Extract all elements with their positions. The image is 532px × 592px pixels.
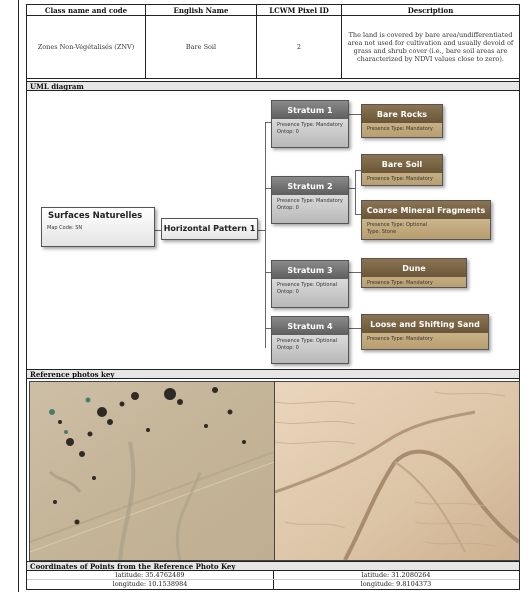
uml-element-dune: Dune Presence Type: Mandatory (361, 258, 467, 288)
connector (355, 170, 361, 171)
connector (265, 272, 271, 273)
coord-row-divider (27, 579, 519, 580)
stratum-title: Stratum 4 (272, 317, 348, 335)
coord-left-longitude: longitude: 10.1538984 (112, 580, 188, 588)
cell-english-name: Bare Soil (145, 15, 257, 79)
element-title: Bare Rocks (362, 105, 442, 123)
stratum-meta: Ontop: 0 (277, 205, 299, 211)
connector (349, 188, 355, 189)
cell-pixel-id: 2 (256, 15, 342, 79)
section-photos-title: Reference photos key (27, 369, 519, 379)
coord-divider (273, 571, 274, 590)
uml-stratum-2: Stratum 2 Presence Type: Mandatory Ontop… (271, 176, 349, 224)
uml-element-bare-soil: Bare Soil Presence Type: Mandatory (361, 154, 443, 186)
connector (355, 214, 361, 215)
table-header-row: Class name and code English Name LCWM Pi… (26, 4, 520, 16)
connector (349, 328, 361, 329)
stratum-meta: Presence Type: Optional (277, 282, 338, 288)
sand-dunes-aerial-image (274, 382, 521, 561)
connector (349, 114, 361, 115)
bare-soil-aerial-image (29, 382, 275, 561)
connector (265, 122, 266, 348)
element-meta: Presence Type: Mandatory (367, 336, 433, 342)
stratum-meta: Presence Type: Optional (277, 338, 338, 344)
coord-left-latitude: latitude: 35.4762489 (115, 571, 185, 579)
element-title: Bare Soil (362, 155, 442, 173)
element-title: Dune (362, 259, 466, 277)
connector (355, 170, 356, 214)
stratum-meta: Ontop: 0 (277, 345, 299, 351)
stratum-meta: Presence Type: Mandatory (277, 198, 343, 204)
uml-root-meta: Map Code: SN (47, 225, 83, 231)
class-table: Class name and code English Name LCWM Pi… (26, 4, 520, 79)
uml-stratum-4: Stratum 4 Presence Type: Optional Ontop:… (271, 316, 349, 364)
header-class-name: Class name and code (26, 4, 146, 16)
table-row: Zones Non-Végétalisés (ZNV) Bare Soil 2 … (26, 15, 520, 79)
element-meta: Presence Type: Mandatory (367, 126, 433, 132)
stratum-title: Stratum 2 (272, 177, 348, 195)
uml-element-coarse-mineral-fragments: Coarse Mineral Fragments Presence Type: … (361, 200, 491, 240)
uml-pattern-title: Horizontal Pattern 1 (163, 224, 256, 233)
section-coords-title: Coordinates of Points from the Reference… (27, 561, 519, 571)
coord-right-latitude: latitude: 31.2080264 (361, 571, 431, 579)
stratum-meta: Ontop: 0 (277, 129, 299, 135)
left-margin-bar (0, 0, 19, 592)
uml-stratum-3: Stratum 3 Presence Type: Optional Ontop:… (271, 260, 349, 308)
element-meta: Presence Type: Mandatory (367, 176, 433, 182)
uml-stratum-1: Stratum 1 Presence Type: Mandatory Ontop… (271, 100, 349, 148)
reference-photo-right (274, 381, 521, 561)
connector (265, 188, 271, 189)
reference-photo-left (29, 381, 275, 561)
connector (265, 122, 271, 123)
element-meta: Presence Type: Optional (367, 222, 428, 228)
uml-diagram: Surfaces Naturelles Map Code: SN Horizon… (27, 92, 519, 368)
section-uml-title: UML diagram (27, 81, 519, 91)
header-pixel-id: LCWM Pixel ID (256, 4, 342, 16)
header-english-name: English Name (145, 4, 257, 16)
uml-root-title: Surfaces Naturelles (48, 211, 143, 221)
connector (258, 230, 265, 231)
stratum-title: Stratum 1 (272, 101, 348, 119)
element-title: Loose and Shifting Sand (362, 315, 488, 333)
uml-element-loose-and-shifting-sand: Loose and Shifting Sand Presence Type: M… (361, 314, 489, 350)
connector (349, 272, 361, 273)
cell-description: The land is covered by bare area/undiffe… (341, 15, 520, 79)
cell-class-name: Zones Non-Végétalisés (ZNV) (26, 15, 146, 79)
stratum-title: Stratum 3 (272, 261, 348, 279)
header-description: Description (341, 4, 520, 16)
coord-right-longitude: longitude: 9.8104373 (360, 580, 432, 588)
uml-horizontal-pattern: Horizontal Pattern 1 (161, 218, 258, 240)
element-title: Coarse Mineral Fragments (362, 201, 490, 219)
connector (155, 230, 161, 231)
element-meta: Type: Stone (367, 229, 397, 235)
connector (265, 328, 271, 329)
element-meta: Presence Type: Mandatory (367, 280, 433, 286)
stratum-meta: Presence Type: Mandatory (277, 122, 343, 128)
uml-root-surfaces-naturelles: Surfaces Naturelles Map Code: SN (41, 207, 155, 247)
stratum-meta: Ontop: 0 (277, 289, 299, 295)
uml-element-bare-rocks: Bare Rocks Presence Type: Mandatory (361, 104, 443, 138)
